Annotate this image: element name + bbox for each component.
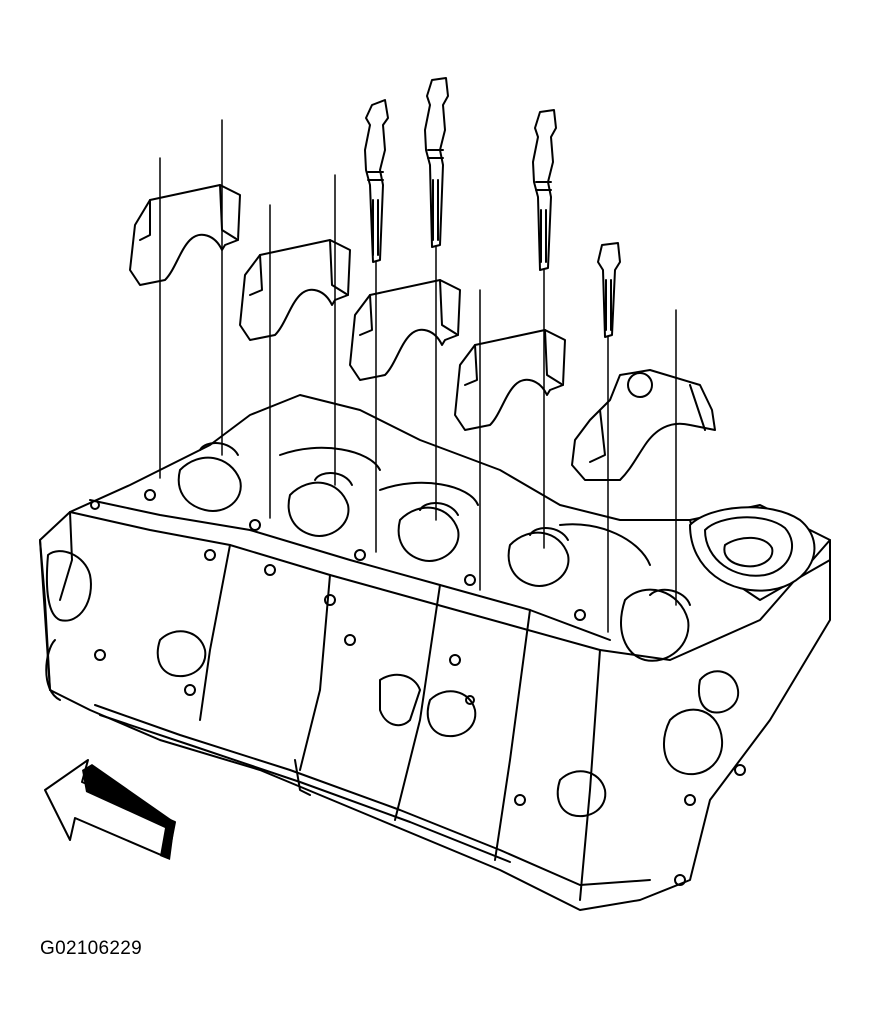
bolt-2: [424, 77, 449, 248]
bearing-cap-4: [454, 329, 566, 431]
bearing-cap-bolts: [364, 77, 621, 338]
bolt-4: [597, 242, 621, 338]
alignment-lines: [159, 119, 677, 633]
bearing-inserts: [199, 442, 691, 606]
bearing-cap-2: [239, 239, 351, 341]
bearing-cap-3: [349, 279, 461, 381]
bearing-cap-1: [129, 184, 241, 286]
engine-block: [39, 394, 831, 911]
figure-id-label: G02106229: [40, 938, 143, 959]
main-bearing-caps: [129, 184, 716, 481]
front-direction-arrow: [44, 759, 176, 860]
